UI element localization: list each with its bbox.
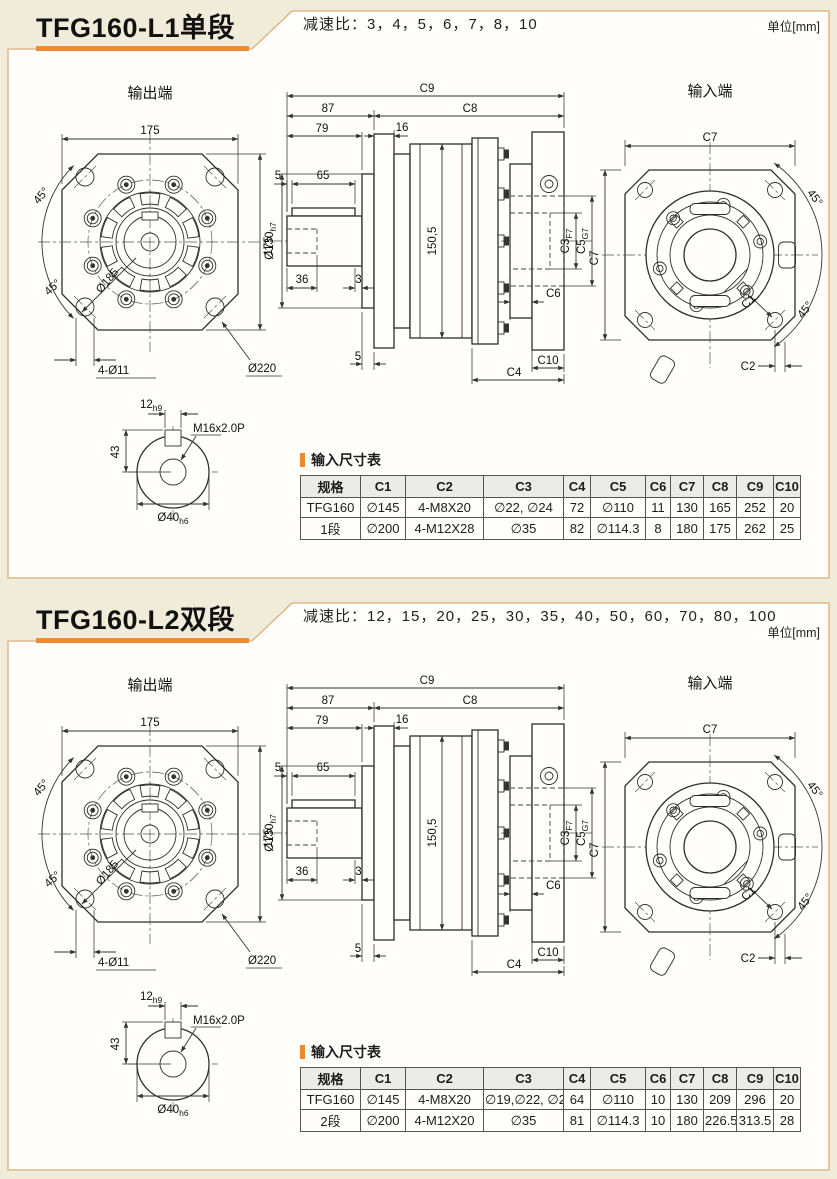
unit-label: 单位[mm] [767, 20, 820, 34]
ratio-label: 减速比：3，4，5，6，7，8，10 [303, 16, 538, 33]
data-cell: 209 [703, 1089, 737, 1110]
data-cell: 72 [563, 497, 591, 518]
data-cell: 130 [670, 1089, 704, 1110]
header-cell: C3 [483, 475, 564, 498]
data-cell: 165 [703, 497, 737, 518]
input-dimension-table: 规格 C1 C2 C3 C4 C5 C6 C7 C8 C9 C10 TFG160… [300, 475, 801, 540]
data-cell: 25 [773, 517, 801, 540]
data-cell: 11 [645, 497, 671, 518]
data-cell: 4-M12X28 [405, 517, 484, 540]
data-cell: 313.5 [736, 1109, 774, 1132]
table-row: TFG160 ∅145 4-M8X20 ∅22, ∅24 72 ∅110 11 … [300, 497, 801, 518]
table-row: 1段 ∅200 4-M12X28 ∅35 82 ∅114.3 8 180 175… [300, 517, 801, 540]
data-cell: 20 [773, 497, 801, 518]
input-end-view [588, 672, 833, 982]
title-underline [36, 638, 249, 643]
header-cell: C8 [703, 1067, 737, 1090]
data-cell: 4-M8X20 [405, 497, 484, 518]
data-cell: ∅145 [360, 1089, 406, 1110]
table-row: TFG160 ∅145 4-M8X20 ∅19,∅22, ∅22 64 ∅110… [300, 1089, 801, 1110]
data-cell: 4-M8X20 [405, 1089, 484, 1110]
section-tfg160-l2: TFG160-L2双段 减速比：12，15，20，25，30，35，40，50，… [0, 592, 837, 1179]
data-cell: ∅200 [360, 1109, 406, 1132]
data-cell: 20 [773, 1089, 801, 1110]
data-cell: 226.5 [703, 1109, 737, 1132]
data-cell: ∅19,∅22, ∅22 [483, 1089, 564, 1110]
header-cell: C5 [590, 1067, 646, 1090]
header-cell: C2 [405, 1067, 484, 1090]
data-cell: 2段 [300, 1109, 361, 1132]
data-cell: 252 [736, 497, 774, 518]
shaft-detail-view [76, 388, 266, 538]
header-cell: C10 [773, 475, 801, 498]
header-cell: C9 [736, 475, 774, 498]
input-end-view [588, 80, 833, 390]
data-cell: ∅35 [483, 1109, 564, 1132]
shaft-detail-view [76, 980, 266, 1130]
title-underline [36, 46, 249, 51]
output-end-view [10, 674, 282, 974]
data-cell: 8 [645, 517, 671, 540]
side-view [262, 668, 598, 978]
data-cell: 1段 [300, 517, 361, 540]
data-cell: 82 [563, 517, 591, 540]
data-cell: TFG160 [300, 1089, 361, 1110]
header-cell: C1 [360, 475, 406, 498]
accent-bar [300, 1045, 305, 1059]
header-cell: C4 [563, 475, 591, 498]
data-cell: ∅110 [590, 1089, 646, 1110]
data-cell: 180 [670, 517, 704, 540]
header-cell: C10 [773, 1067, 801, 1090]
header-cell: 规格 [300, 475, 361, 498]
output-end-view [10, 82, 282, 382]
unit-label: 单位[mm] [767, 626, 820, 640]
data-cell: 64 [563, 1089, 591, 1110]
header-cell: C3 [483, 1067, 564, 1090]
data-cell: ∅114.3 [590, 517, 646, 540]
page-title: TFG160-L2双段 [36, 605, 236, 635]
data-cell: 262 [736, 517, 774, 540]
header-cell: C7 [670, 475, 704, 498]
data-cell: ∅145 [360, 497, 406, 518]
data-cell: 10 [645, 1089, 671, 1110]
data-cell: 296 [736, 1089, 774, 1110]
header-cell: C7 [670, 1067, 704, 1090]
data-cell: 175 [703, 517, 737, 540]
header-cell: C4 [563, 1067, 591, 1090]
input-dimension-table: 规格 C1 C2 C3 C4 C5 C6 C7 C8 C9 C10 TFG160… [300, 1067, 801, 1132]
table-title: 输入尺寸表 [300, 450, 808, 470]
header-cell: C2 [405, 475, 484, 498]
input-dimension-table-block: 输入尺寸表 规格 C1 C2 C3 C4 C5 C6 C7 C8 C9 C10 … [300, 450, 808, 540]
data-cell: 4-M12X20 [405, 1109, 484, 1132]
data-cell: 180 [670, 1109, 704, 1132]
header-cell: C9 [736, 1067, 774, 1090]
header-cell: C5 [590, 475, 646, 498]
data-cell: ∅35 [483, 517, 564, 540]
accent-bar [300, 453, 305, 467]
page-title: TFG160-L1单段 [36, 13, 236, 43]
data-cell: ∅200 [360, 517, 406, 540]
header-cell: C8 [703, 475, 737, 498]
header-cell: 规格 [300, 1067, 361, 1090]
input-dimension-table-block: 输入尺寸表 规格 C1 C2 C3 C4 C5 C6 C7 C8 C9 C10 … [300, 1042, 808, 1132]
side-view [262, 76, 598, 386]
table-title: 输入尺寸表 [300, 1042, 808, 1062]
data-cell: 130 [670, 497, 704, 518]
header-cell: C1 [360, 1067, 406, 1090]
data-cell: 10 [645, 1109, 671, 1132]
table-row: 2段 ∅200 4-M12X20 ∅35 81 ∅114.3 10 180 22… [300, 1109, 801, 1132]
data-cell: 81 [563, 1109, 591, 1132]
data-cell: ∅110 [590, 497, 646, 518]
table-header-row: 规格 C1 C2 C3 C4 C5 C6 C7 C8 C9 C10 [300, 1067, 801, 1090]
header-cell: C6 [645, 475, 671, 498]
section-tfg160-l1: TFG160-L1单段 减速比：3，4，5，6，7，8，10 单位[mm] 输入… [7, 10, 837, 579]
data-cell: 28 [773, 1109, 801, 1132]
ratio-label: 减速比：12，15，20，25，30，35，40，50，60，70，80，100 [303, 608, 777, 625]
data-cell: TFG160 [300, 497, 361, 518]
data-cell: ∅114.3 [590, 1109, 646, 1132]
header-cell: C6 [645, 1067, 671, 1090]
table-header-row: 规格 C1 C2 C3 C4 C5 C6 C7 C8 C9 C10 [300, 475, 801, 498]
data-cell: ∅22, ∅24 [483, 497, 564, 518]
